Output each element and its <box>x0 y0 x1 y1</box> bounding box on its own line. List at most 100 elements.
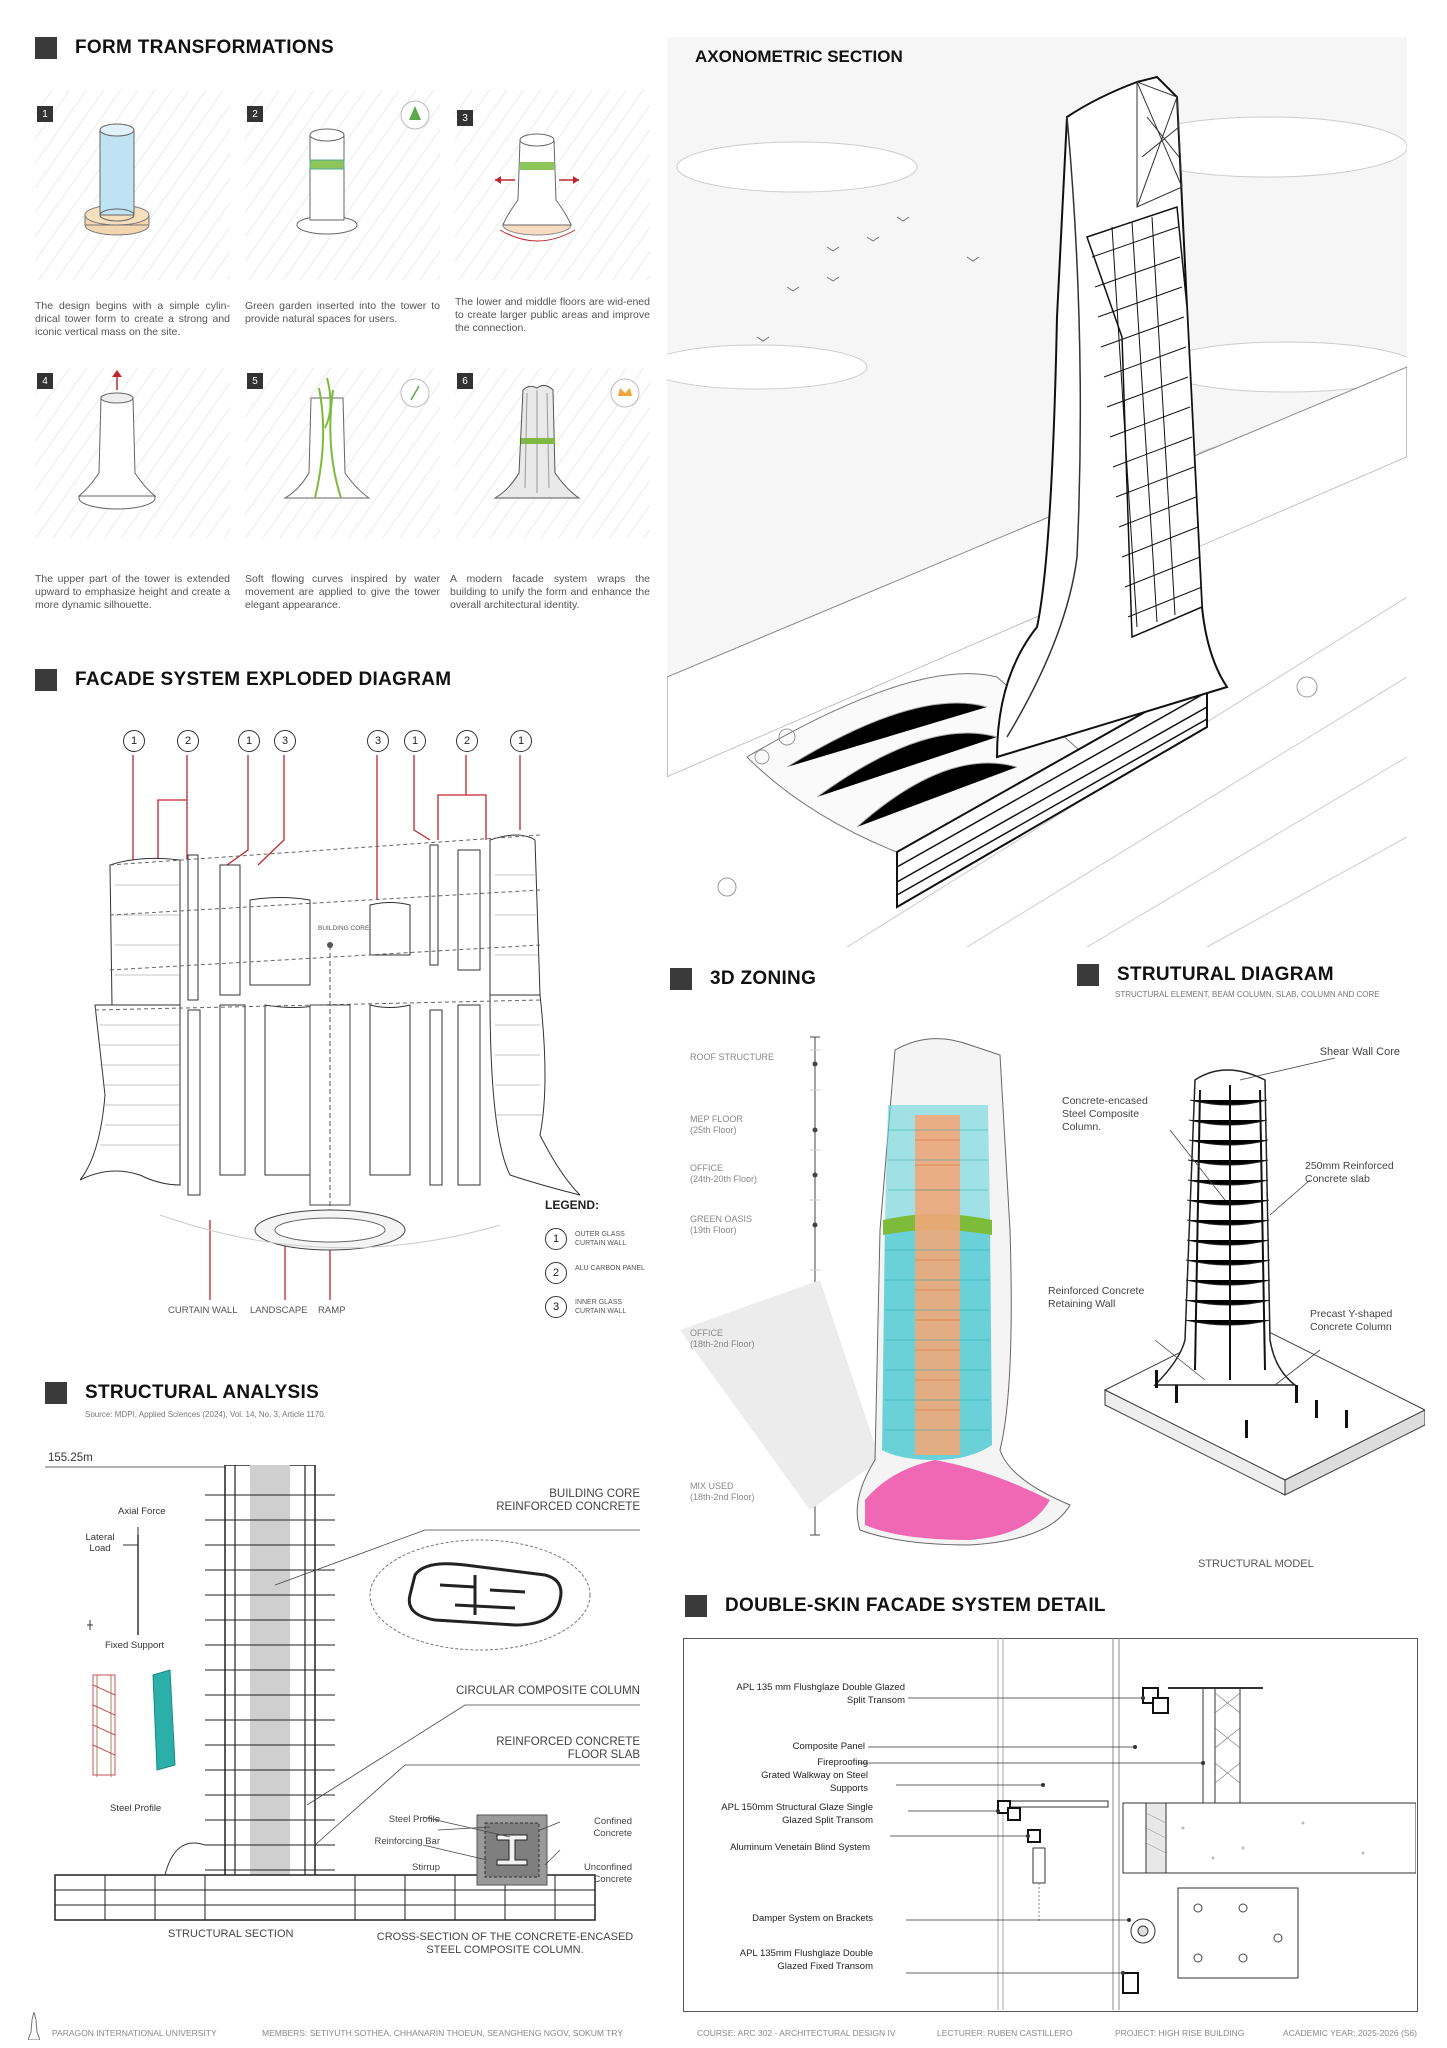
axial-force-label: Axial Force <box>118 1506 166 1517</box>
facade-label-landscape: LANDSCAPE <box>250 1305 308 1316</box>
footer-members: MEMBERS: SETIYUTH SOTHEA, CHHANARIN THOE… <box>262 2028 623 2038</box>
facade-callout-3b: 3 <box>367 730 389 752</box>
form-section-header: FORM TRANSFORMATIONS <box>35 37 334 59</box>
legend-title: LEGEND: <box>545 1198 599 1212</box>
footer-project: PROJECT: HIGH RISE BUILDING <box>1115 2028 1245 2038</box>
label-shear-wall: Shear Wall Core <box>1319 1046 1400 1058</box>
step-number-4: 4 <box>37 373 53 389</box>
step-3-text: The lower and middle floors are wid-ened… <box>455 296 650 334</box>
legend-text-2: ALU CARBON PANEL <box>575 1265 645 1272</box>
dsf-label-fireproofing: Fireproofing <box>817 1757 868 1768</box>
legend-number-2: 2 <box>545 1262 567 1284</box>
tower-logo-icon <box>28 2012 40 2040</box>
fixed-support-label: Fixed Support <box>105 1640 165 1651</box>
step-5-text: Soft flowing curves inspired by water mo… <box>245 573 440 611</box>
zone-roof: ROOF STRUCTURE <box>690 1052 774 1062</box>
step-4-text: The upper part of the tower is extended … <box>35 573 230 611</box>
dsf-frame <box>683 1638 1418 2012</box>
facade-callout-1a: 1 <box>123 730 145 752</box>
dsf-label-flushglaze-top: APL 135 mm Flushglaze Double Glazed Spli… <box>736 1682 905 1706</box>
step-number-6: 6 <box>457 373 473 389</box>
label-concrete-slab: 250mm Reinforced Concrete slab <box>1305 1160 1394 1185</box>
cs-stirrup: Stirrup <box>412 1862 440 1873</box>
step-1-text: The design begins with a simple cylin-dr… <box>35 300 230 338</box>
facade-exploded-drawing <box>80 755 580 1300</box>
dsf-detail-drawing <box>858 1638 1416 2010</box>
footer-lecturer: LECTURER: RUBEN CASTILLERO <box>937 2028 1073 2038</box>
structural-model-drawing <box>1103 1057 1425 1496</box>
step-6-text: A modern facade system wraps the buildin… <box>450 573 650 611</box>
section-square-icon <box>35 669 57 691</box>
facade-callout-1d: 1 <box>510 730 532 752</box>
facade-callout-1c: 1 <box>404 730 426 752</box>
step-5-drawing <box>245 368 440 538</box>
step-number-5: 5 <box>247 373 263 389</box>
step-number-3: 3 <box>457 110 473 126</box>
analysis-title: STRUCTURAL ANALYSIS <box>85 1382 320 1403</box>
form-title: FORM TRANSFORMATIONS <box>75 37 334 58</box>
axo-drawing <box>667 75 1407 947</box>
zone-office-lower: OFFICE(18th-2nd Floor) <box>690 1328 755 1349</box>
cs-steel-profile: Steel Profile <box>388 1814 440 1825</box>
label-composite-column: Concrete-encased Steel Composite Column. <box>1062 1095 1148 1133</box>
analysis-section-header: STRUCTURAL ANALYSIS <box>45 1382 319 1404</box>
step-3-drawing <box>455 90 650 280</box>
structural-diagram-subtitle: STRUCTURAL ELEMENT, BEAM COLUMN, SLAB, C… <box>1115 990 1380 999</box>
zone-mep: MEP FLOOR(25th Floor) <box>690 1114 743 1135</box>
step-number-2: 2 <box>247 106 263 122</box>
floor-slab-label: REINFORCED CONCRETE FLOOR SLAB <box>496 1736 640 1761</box>
cs-confined-concrete: Confined Concrete <box>593 1816 632 1839</box>
zone-mix-used: MIX USED(18th-2nd Floor) <box>690 1481 755 1502</box>
circular-column-label: CIRCULAR COMPOSITE COLUMN <box>455 1685 640 1697</box>
section-square-icon <box>685 1595 707 1617</box>
step-1-drawing <box>35 90 230 280</box>
facade-label-curtain-wall: CURTAIN WALL <box>168 1305 238 1316</box>
step-4-drawing <box>35 368 230 538</box>
step-2-drawing <box>245 90 440 280</box>
facade-section-header: FACADE SYSTEM EXPLODED DIAGRAM <box>35 669 451 691</box>
structural-diagram-header: STRUTURAL DIAGRAM <box>1077 964 1334 986</box>
cs-unconfined-concrete: Unconfined Concrete <box>583 1862 632 1885</box>
facade-core-label: BUILDING CORE <box>318 925 370 932</box>
zoning-title: 3D ZONING <box>710 968 817 989</box>
footer-year: ACADEMIC YEAR: 2025-2026 (S6) <box>1283 2028 1418 2038</box>
facade-callout-2b: 2 <box>456 730 478 752</box>
section-square-icon <box>1077 964 1099 986</box>
dsf-label-structural-glaze: APL 150mm Structural Glaze Single Glazed… <box>721 1802 873 1826</box>
cross-section-caption: CROSS-SECTION OF THE CONCRETE-ENCASED ST… <box>376 1931 634 1956</box>
footer-course: COURSE: ARC 302 - ARCHITECTURAL DESIGN I… <box>697 2028 896 2038</box>
label-retaining-wall: Reinforced Concrete Retaining Wall <box>1048 1285 1145 1310</box>
step-2-text: Green garden inserted into the tower to … <box>245 300 440 325</box>
dsf-label-venetian-blind: Aluminum Venetain Blind System <box>730 1842 870 1853</box>
section-square-icon <box>670 968 692 990</box>
dsf-title: DOUBLE-SKIN FACADE SYSTEM DETAIL <box>725 1595 1106 1616</box>
zone-office-upper: OFFICE(24th-20th Floor) <box>690 1163 758 1184</box>
legend-number-1: 1 <box>545 1228 567 1250</box>
facade-callout-2a: 2 <box>177 730 199 752</box>
facade-title: FACADE SYSTEM EXPLODED DIAGRAM <box>75 669 452 690</box>
legend-text-1: OUTER GLASS CURTAIN WALL <box>575 1231 627 1247</box>
facade-callout-3a: 3 <box>274 730 296 752</box>
steel-profile-label: Steel Profile <box>110 1803 162 1814</box>
lateral-load-label: Lateral Load <box>85 1532 115 1554</box>
dsf-label-flushglaze-bottom: APL 135mm Flushglaze Double Glazed Fixed… <box>739 1948 873 1972</box>
dsf-label-grated-walkway: Grated Walkway on Steel Supports <box>761 1770 868 1794</box>
section-square-icon <box>35 37 57 59</box>
facade-label-ramp: RAMP <box>318 1305 346 1316</box>
legend-number-3: 3 <box>545 1296 567 1318</box>
dsf-label-composite-panel: Composite Panel <box>792 1741 865 1752</box>
zone-green-oasis: GREEN OASIS(19th Floor) <box>690 1214 753 1235</box>
cs-reinforcing-bar: Reinforcing Bar <box>374 1836 440 1847</box>
structural-section-drawing <box>45 1465 640 1921</box>
form-steps-drawings <box>35 90 650 538</box>
height-label: 155.25m <box>48 1452 93 1464</box>
facade-callout-1b: 1 <box>238 730 260 752</box>
dsf-label-damper: Damper System on Brackets <box>752 1913 873 1924</box>
label-y-column: Precast Y-shaped Concrete Column <box>1310 1308 1393 1333</box>
footer-university: PARAGON INTERNATIONAL UNIVERSITY <box>52 2028 217 2038</box>
zoning-drawing <box>680 1036 1071 1546</box>
zoning-section-header: 3D ZONING <box>670 968 816 990</box>
legend-text-3: INNER GLASS CURTAIN WALL <box>575 1299 627 1315</box>
structural-section-caption: STRUCTURAL SECTION <box>168 1928 294 1940</box>
step-6-drawing <box>455 368 650 538</box>
